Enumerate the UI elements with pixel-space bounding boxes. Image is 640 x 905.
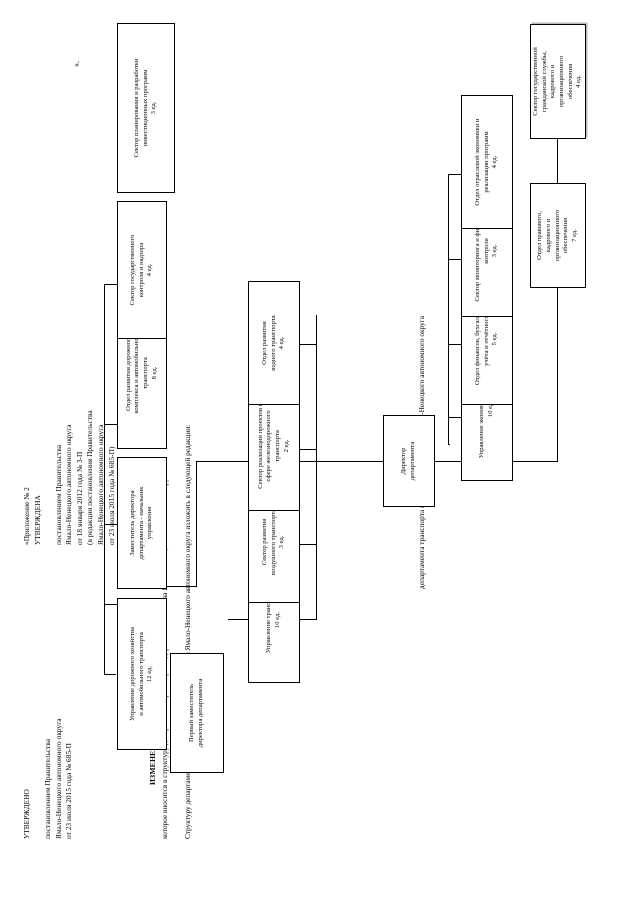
approval-block-right: «Приложение № 2 УТВЕРЖДЕНА постановление…: [22, 410, 116, 545]
connector-rail-stem: [300, 449, 317, 450]
connector-transport-children-bus: [316, 315, 317, 620]
connector-branchecon-stem: [448, 174, 462, 175]
connector-invest-stem: [104, 284, 118, 285]
connector-statecontrol-stem: [104, 424, 118, 425]
approval-block-left: УТВЕРЖДЕНО постановлением Правительства …: [22, 718, 74, 839]
node-branch-econ[interactable]: Отдел отраслевой экономики и реализации …: [461, 95, 513, 229]
node-civil-service[interactable]: Сектор государственной гражданской служб…: [530, 24, 586, 139]
connector-transport-bus-to-spine: [316, 461, 317, 462]
node-road-dept[interactable]: Управление дорожного хозяйства и автомоб…: [117, 598, 167, 750]
node-water-transport[interactable]: Отдел развития водного транспорта 4 ед.: [248, 281, 300, 405]
connector-transportdept-stem: [300, 619, 317, 620]
connector-road-children-bus: [104, 285, 105, 675]
connector-finmon-stem: [448, 259, 462, 260]
node-state-control[interactable]: Сектор государственного контроля и надзо…: [117, 201, 167, 339]
connector-civilservice-bus: [557, 136, 558, 184]
connector-econ-bus-to-spine: [448, 444, 450, 445]
closing-quote-mark: ».: [72, 61, 81, 67]
connector-water-stem: [300, 344, 317, 345]
node-director[interactable]: Директор департамента: [383, 415, 435, 507]
connector-air-stem: [300, 544, 317, 545]
node-invest-programs[interactable]: Сектор планирования и разработки инвести…: [117, 23, 175, 193]
connector-deputy-bus: [196, 461, 197, 587]
connector-director-to-deputy: [196, 461, 228, 462]
node-deputy-head[interactable]: Заместитель директора департамента - нач…: [117, 457, 167, 589]
connector-deputyhead-stem: [104, 604, 118, 605]
connector-legal-bus: [557, 284, 558, 462]
connector-road-stem: [104, 674, 116, 675]
connector-roadcomplex-stem: [104, 524, 118, 525]
connector-econ-children-bus: [448, 175, 449, 445]
connector-econdept-stem: [448, 417, 462, 418]
connector-finacct-stem: [448, 344, 462, 345]
node-legal-hr[interactable]: Отдел правового, кадрового и организацио…: [530, 183, 586, 288]
node-first-deputy[interactable]: Первый заместитель директора департамент…: [170, 653, 224, 773]
